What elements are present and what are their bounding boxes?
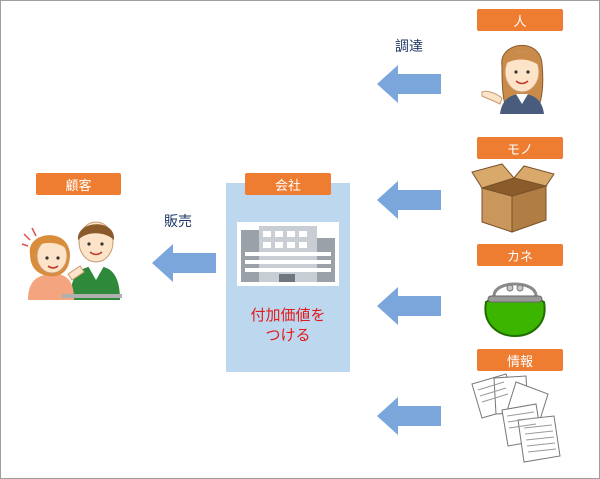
company-label: 会社 xyxy=(245,173,331,195)
procure-people-arrow xyxy=(377,65,441,103)
sell-text: 販売 xyxy=(164,214,192,230)
money-label: カネ xyxy=(477,244,563,266)
value-add-text: 付加価値を つける xyxy=(226,305,350,345)
people-meeting-icon xyxy=(21,221,122,300)
documents-icon xyxy=(471,373,561,463)
woman-icon xyxy=(481,45,544,114)
value-add-line1: 付加価値を xyxy=(250,306,326,324)
box-icon xyxy=(471,163,555,233)
building-icon xyxy=(237,222,339,286)
procure-text: 調達 xyxy=(395,39,423,55)
value-add-line2: つける xyxy=(265,326,311,344)
purse-icon xyxy=(484,282,546,338)
procure-goods-arrow xyxy=(377,181,441,219)
customer-label: 顧客 xyxy=(36,173,121,195)
procure-info-arrow xyxy=(377,397,441,435)
info-label: 情報 xyxy=(477,349,563,371)
goods-label: モノ xyxy=(477,137,563,159)
procure-money-arrow xyxy=(377,287,441,325)
sell-arrow xyxy=(152,244,216,282)
people-label: 人 xyxy=(477,9,563,31)
